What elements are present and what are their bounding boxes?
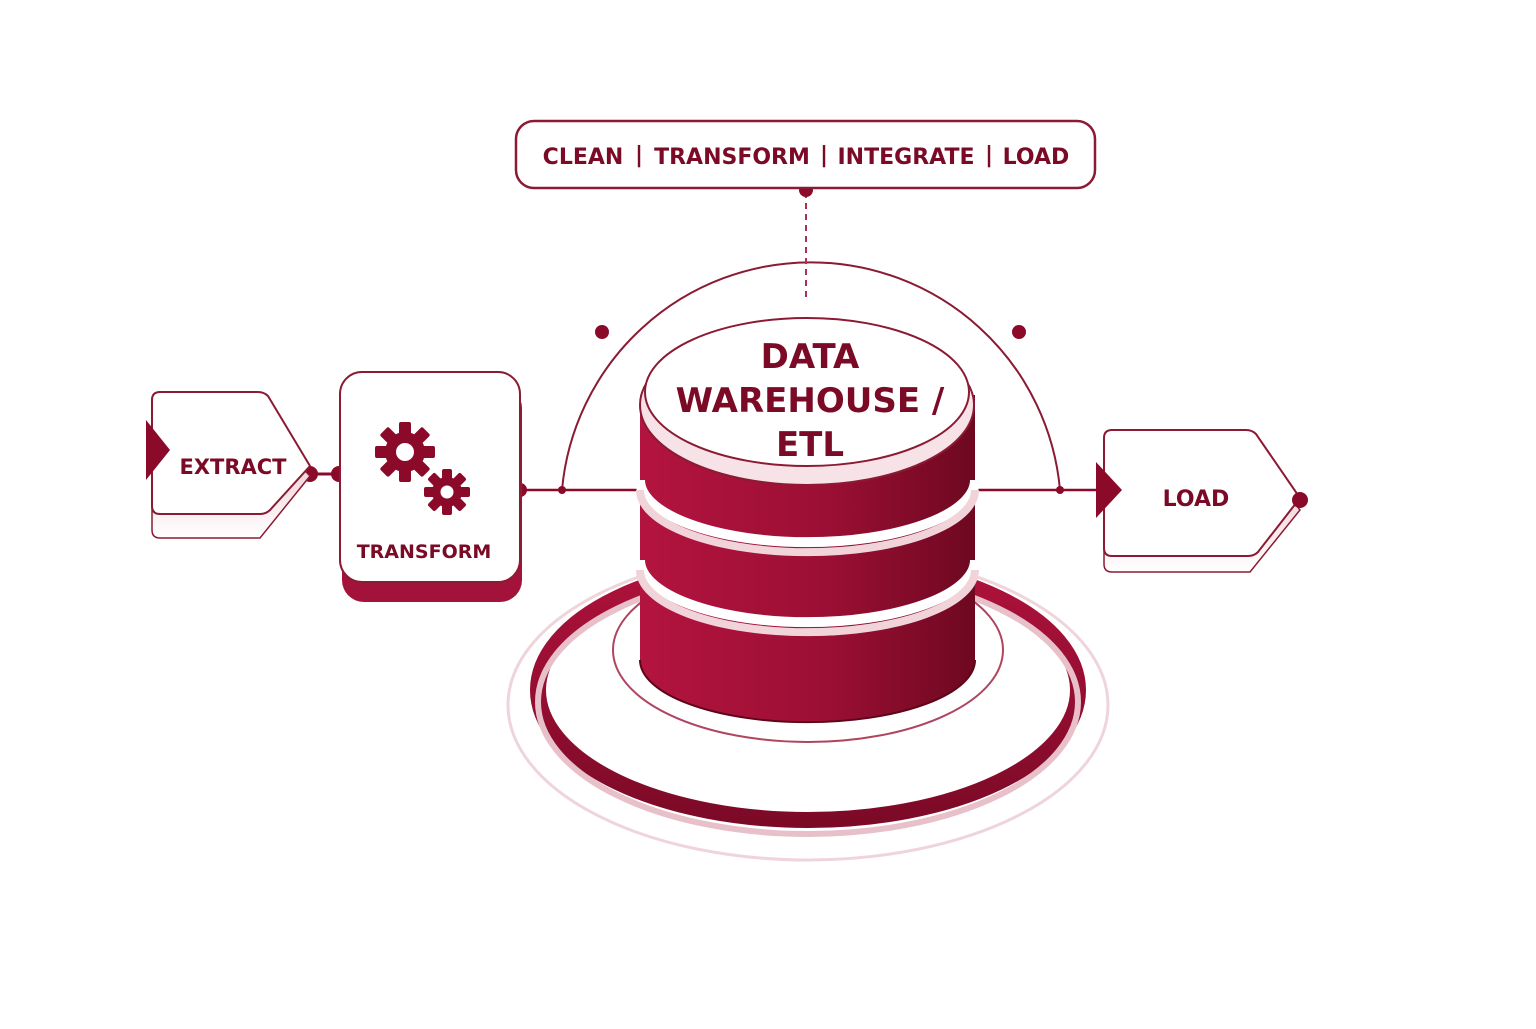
warehouse-title-line-3: ETL [776, 425, 844, 465]
arc-base-right [1056, 486, 1064, 494]
load-input-arrow-icon [1096, 462, 1122, 518]
transform-label: TRANSFORM [357, 541, 492, 563]
band-top-shadow [636, 489, 979, 557]
extract-label: EXTRACT [179, 455, 287, 479]
extract-input-arrow-icon [146, 420, 170, 480]
gears-icon [375, 422, 470, 515]
cylinder-top-face [644, 317, 970, 467]
cylinder-bottom-edge [639, 659, 976, 724]
arc-node-left [595, 325, 609, 339]
process-banner: CLEAN | TRANSFORM | INTEGRATE | LOAD [514, 119, 1097, 190]
banner-separator-3: | [985, 143, 993, 168]
banner-separator-1: | [635, 143, 643, 168]
band-middle-shadow [636, 569, 979, 637]
banner-step-integrate: INTEGRATE [838, 145, 975, 170]
transform-stage: TRANSFORM [339, 371, 522, 602]
banner-separator-2: | [820, 143, 828, 168]
arc-node-right [1012, 325, 1026, 339]
banner-step-load: LOAD [1003, 145, 1070, 170]
arc-base-left [558, 486, 566, 494]
banner-step-clean: CLEAN [543, 145, 624, 170]
load-stage: LOAD [1096, 429, 1308, 573]
warehouse-arc [561, 261, 1061, 491]
extract-stage: EXTRACT [146, 391, 312, 539]
warehouse-cylinder: DATA WAREHOUSE / ETL [635, 317, 980, 724]
extract-tag [151, 391, 312, 515]
cylinder-body [640, 395, 975, 723]
arc-connector [561, 183, 1061, 491]
banner-step-transform: TRANSFORM [654, 145, 810, 170]
band-middle [635, 559, 980, 628]
load-out-node [1292, 492, 1308, 508]
warehouse-title-line-2: WAREHOUSE / [676, 381, 945, 421]
warehouse-title-line-1: DATA [761, 337, 860, 377]
banner-frame [514, 119, 1097, 190]
band-top [635, 479, 980, 548]
load-label: LOAD [1163, 487, 1230, 512]
load-tag [1103, 429, 1302, 557]
